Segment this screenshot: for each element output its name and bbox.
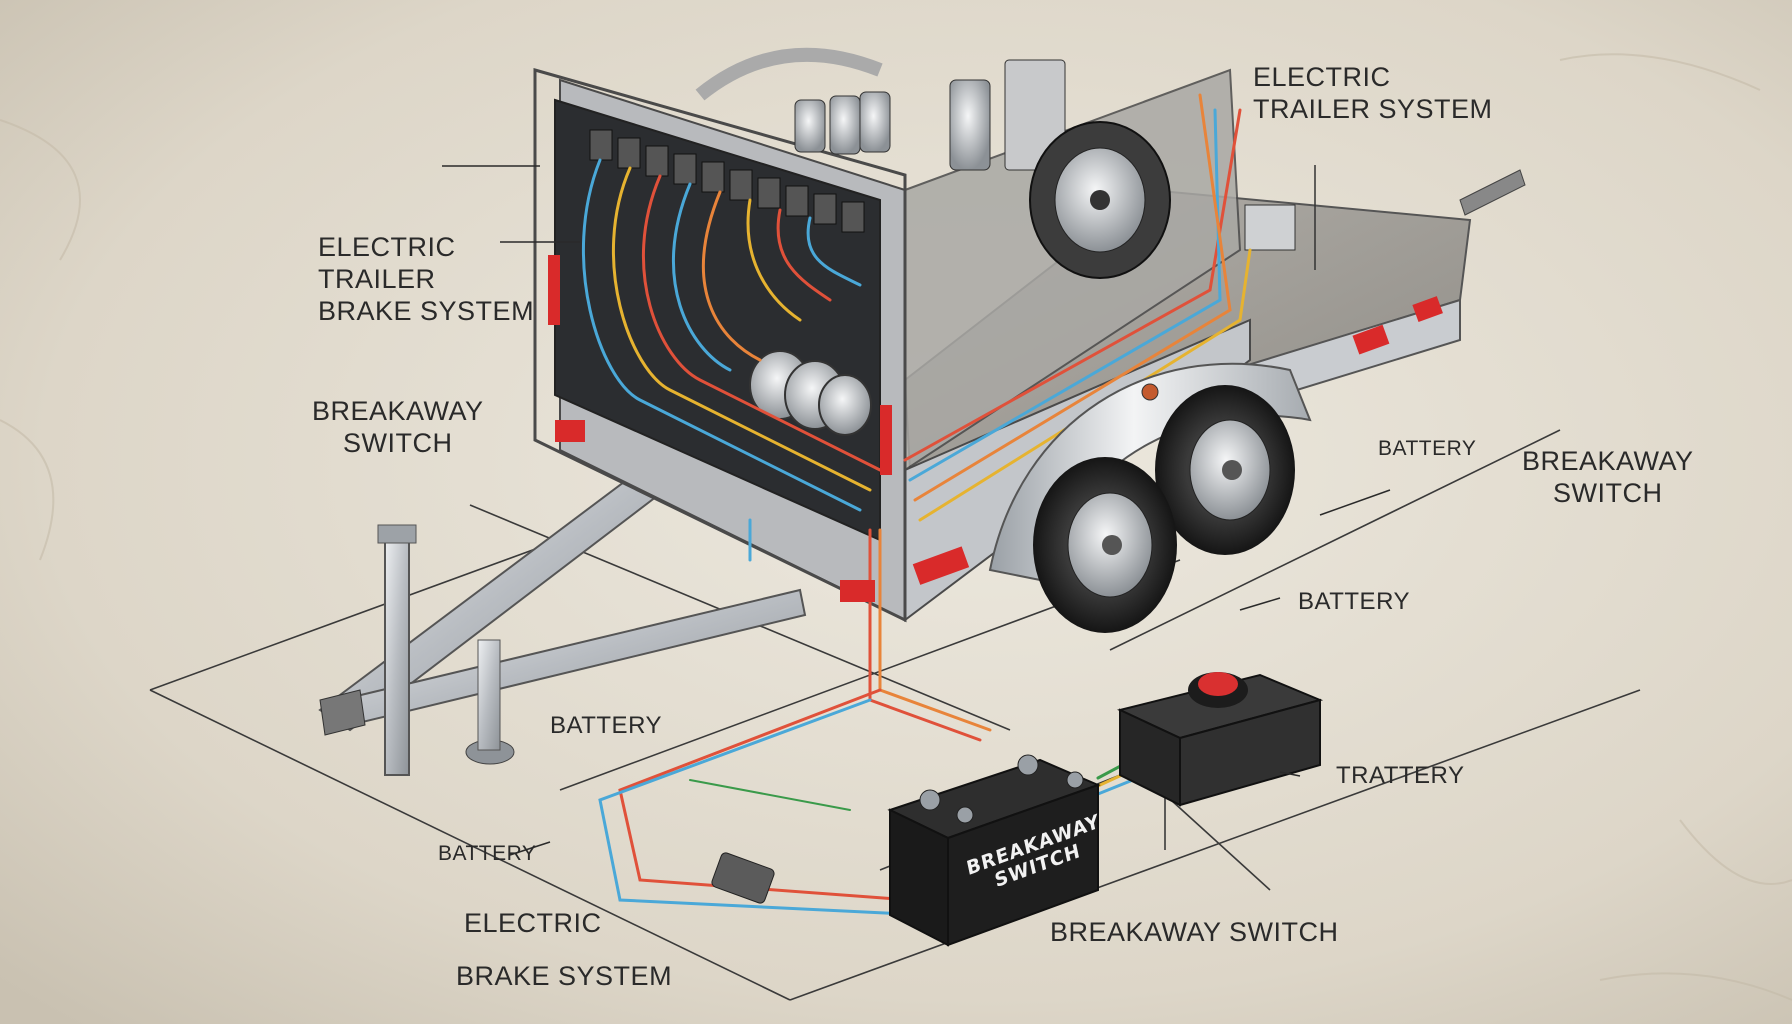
- wiring-harness: [581, 93, 1252, 917]
- brake-drum: [1029, 121, 1171, 279]
- front-wheel: [1033, 457, 1177, 633]
- panel-capacitors: [749, 350, 872, 436]
- rear-bar: [1459, 169, 1526, 216]
- label-breakaway-switch-bottom: BREAKAWAY SWITCH: [1050, 917, 1339, 947]
- label-trattery: TRATTERY: [1336, 762, 1465, 789]
- trailer-tongue: [318, 468, 807, 776]
- label-electric-trailer-system: ELECTRIC TRAILER SYSTEM: [1253, 62, 1493, 124]
- label-battery-center: BATTERY: [1298, 588, 1410, 615]
- floor-module: [1244, 204, 1296, 251]
- top-components: [695, 47, 1066, 171]
- battery: [887, 754, 1101, 947]
- label-breakaway-switch-left: BREAKAWAY SWITCH: [312, 396, 484, 458]
- leader-lines: [442, 165, 1391, 856]
- reflectors: [548, 255, 1443, 602]
- rear-wheel: [1155, 385, 1295, 555]
- panel-frame: [533, 68, 907, 623]
- label-battery-hitch: BATTERY: [550, 712, 662, 739]
- wire-connector: [711, 852, 775, 904]
- breaker-row: [589, 129, 865, 233]
- label-battery-upper-right: BATTERY: [1378, 437, 1477, 460]
- label-breakaway-switch-right: BREAKAWAY SWITCH: [1522, 446, 1694, 508]
- label-electric-brake-system: ELECTRIC BRAKE SYSTEM: [456, 908, 673, 991]
- breakaway-switch-box: [1117, 672, 1324, 807]
- label-battery-lower-left: BATTERY: [438, 842, 537, 865]
- paper-texture: [0, 53, 1792, 1001]
- label-electric-trailer-brake-system: ELECTRIC TRAILER BRAKE SYSTEM: [318, 232, 535, 326]
